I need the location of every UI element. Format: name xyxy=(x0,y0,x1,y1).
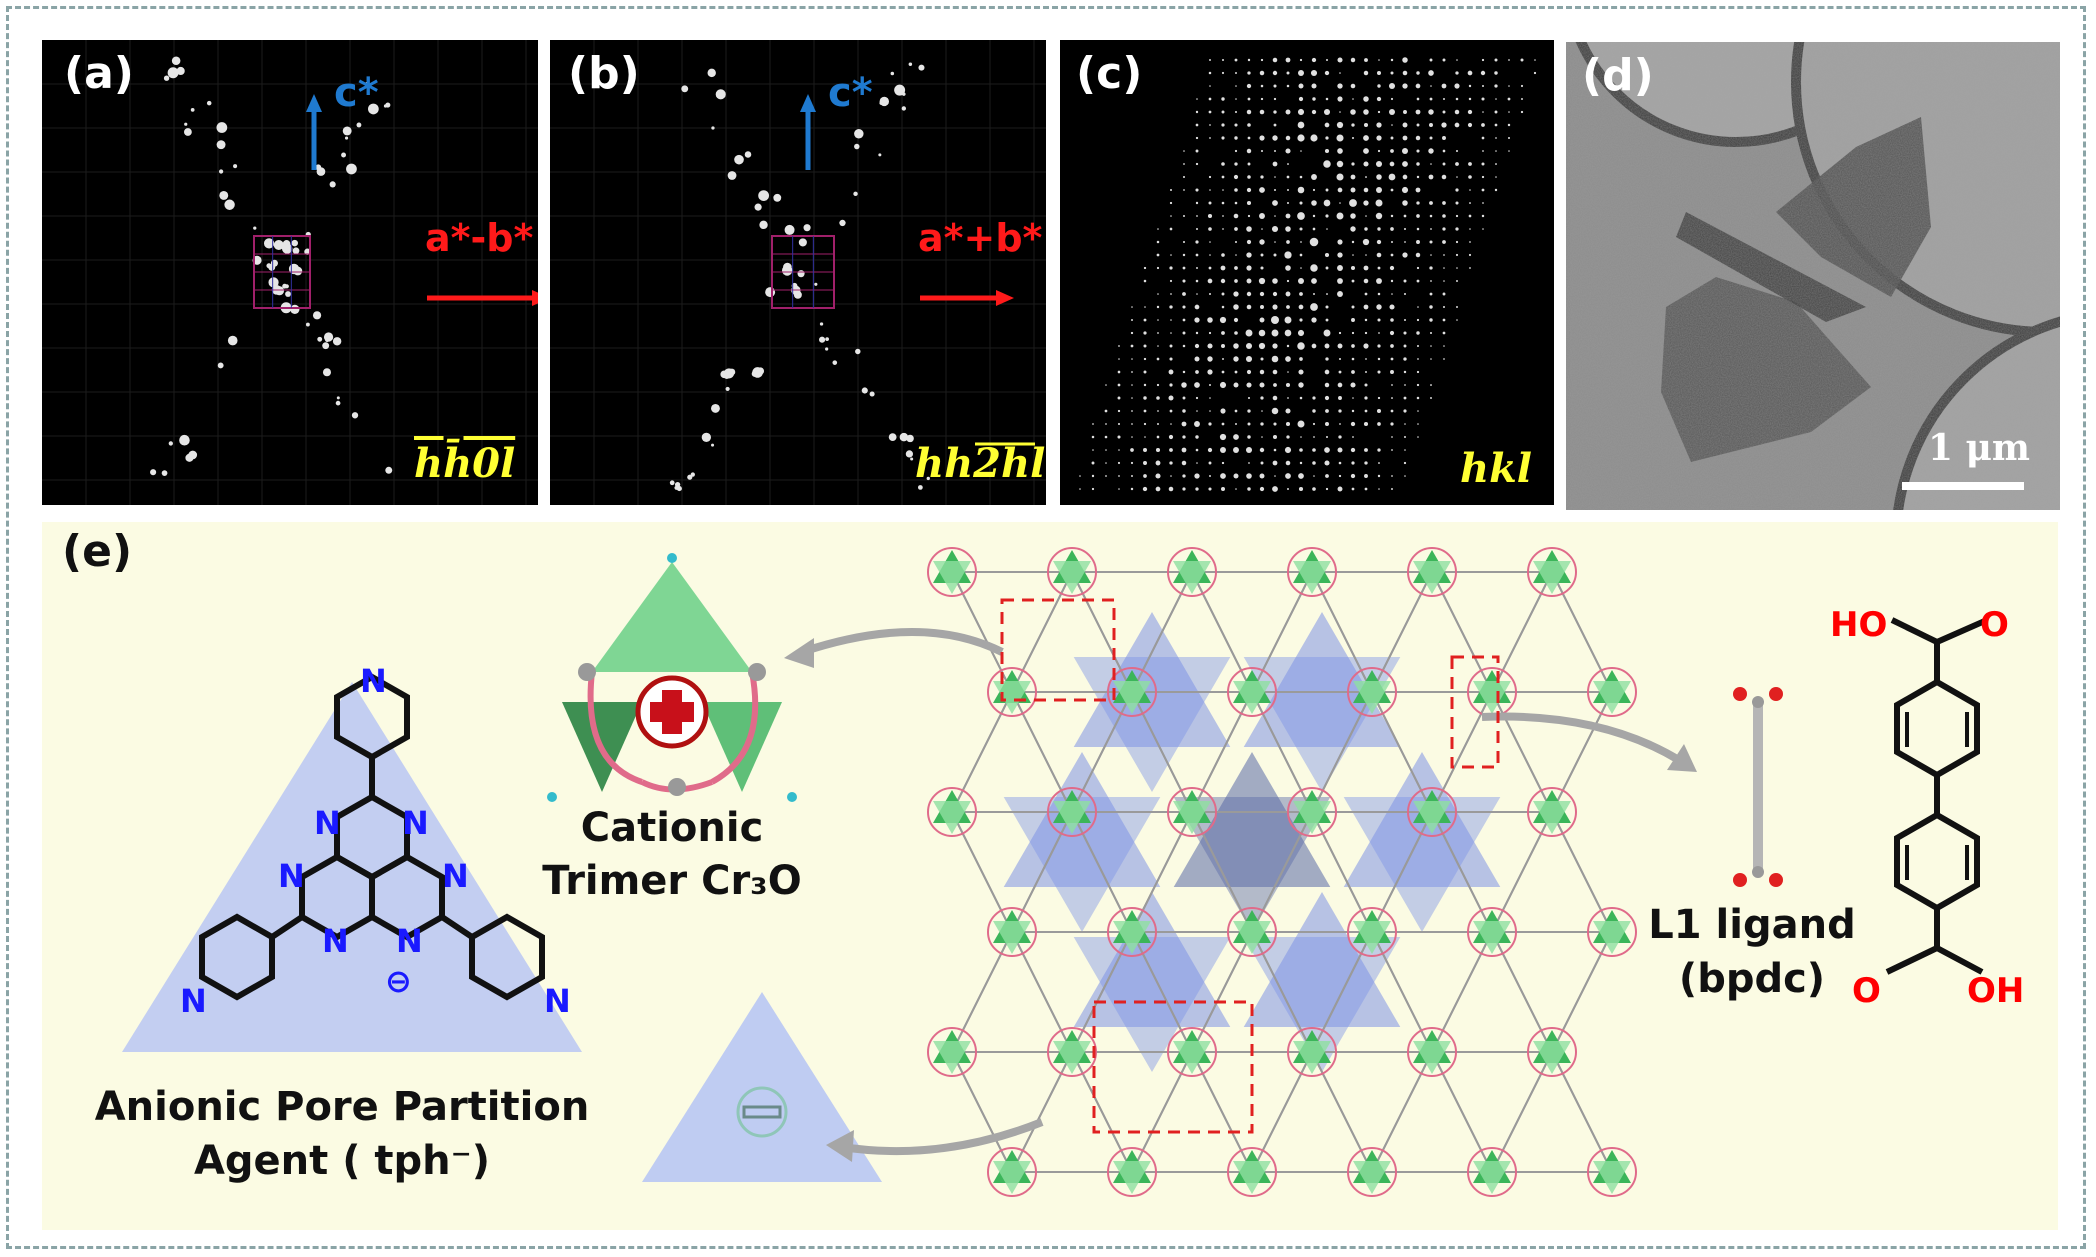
hydroxyl-label-bottom: OH xyxy=(1967,971,2024,1011)
mof-framework-structure xyxy=(927,547,1637,1197)
panel-e-label: (e) xyxy=(62,526,133,577)
reciprocal-lattice-c xyxy=(1079,57,1537,492)
atom-n-right: N xyxy=(544,982,571,1020)
zone-index-a: hh̄0l xyxy=(414,440,516,487)
axis-label-a-minus-b-a: a*-b* xyxy=(425,216,534,260)
axis-label-c-star-b: c* xyxy=(828,70,873,116)
agent-caption-line1: Anionic Pore Partition xyxy=(94,1084,590,1130)
atom-n-3: N xyxy=(278,857,305,895)
atom-n-1: N xyxy=(314,804,341,842)
index-overlines-b xyxy=(975,442,1035,446)
atom-n-top: N xyxy=(360,662,387,700)
agent-caption-line2: Agent ( tph⁻) xyxy=(193,1138,491,1184)
panel-b-label: (b) xyxy=(568,48,640,99)
trimer-caption-line2: Trimer Cr₃O xyxy=(542,858,802,904)
oxygen-label-bottom: O xyxy=(1852,971,1881,1011)
atom-n-6: N xyxy=(396,922,423,960)
axis-arrows-b xyxy=(800,94,1014,306)
ligand-caption-line2: (bpdc) xyxy=(1678,956,1826,1002)
oxygen-label-top: O xyxy=(1980,605,2009,645)
scale-bar-label: 1 μm xyxy=(1928,427,2031,469)
atom-n-2: N xyxy=(402,804,429,842)
tph-molecule-diagram: N N N N N N N N N ⊖ xyxy=(122,662,582,1052)
panel-d-label: (d) xyxy=(1582,50,1654,101)
atom-n-4: N xyxy=(442,857,469,895)
diffraction-pattern-a xyxy=(42,40,538,505)
anion-triangle-icon xyxy=(642,992,882,1182)
atom-n-5: N xyxy=(322,922,349,960)
zone-index-b: hh2hl xyxy=(915,440,1046,487)
zone-index-c: hkl xyxy=(1460,445,1532,492)
atom-n-left: N xyxy=(180,982,207,1020)
panel-a: (a) c* a*-b* hh̄0l xyxy=(42,40,538,505)
panel-c-label: (c) xyxy=(1076,48,1143,99)
axis-arrows-a xyxy=(306,94,538,306)
ligand-caption-line1: L1 ligand xyxy=(1648,902,1856,948)
panel-d-tem-image: (d) 1 μm xyxy=(1566,42,2060,510)
hydroxyl-label-top: HO xyxy=(1830,605,1887,645)
diffraction-pattern-b xyxy=(550,40,1046,505)
l1-ligand-model xyxy=(1733,687,1783,887)
panel-c: (c) hkl xyxy=(1060,40,1554,505)
panel-a-label: (a) xyxy=(64,48,134,99)
cr3o-trimer-diagram xyxy=(547,553,797,802)
axis-label-a-plus-b-b: a*+b* xyxy=(918,216,1043,260)
trimer-caption-line1: Cationic xyxy=(580,805,764,851)
panel-b: (b) c* a*+b* hh2hl xyxy=(550,40,1046,505)
axis-label-c-star-a: c* xyxy=(334,70,379,116)
figure-frame xyxy=(6,6,2086,1249)
connector-arrows xyxy=(784,598,1697,1162)
tem-image xyxy=(1566,42,2060,510)
panel-e: (e) N N N N N N N N N xyxy=(42,522,2058,1230)
bpdc-structure-diagram: HO O O OH xyxy=(1830,605,2024,1011)
negative-charge-icon: ⊖ xyxy=(385,962,412,1000)
